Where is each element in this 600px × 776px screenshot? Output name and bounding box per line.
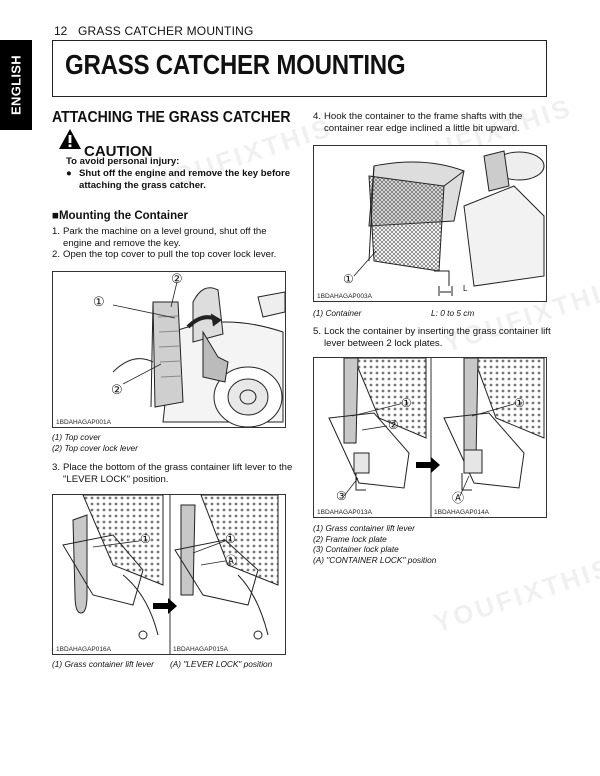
figure-hook-container: ① L 1BDAHAGAP003A: [313, 145, 547, 302]
container-lock-illustration: [328, 358, 545, 517]
section-title: ATTACHING THE GRASS CATCHER: [52, 109, 291, 126]
caption-line: (3) Container lock plate: [313, 544, 399, 554]
caption-line: (2) Top cover lock lever: [52, 442, 138, 453]
caution-intro: To avoid personal injury:: [66, 156, 180, 167]
mower-illustration: [112, 281, 285, 427]
figure-lever-lock: ① ① Ⓐ 1BDAHAGAP016A 1BDAHAGAP015A: [52, 494, 286, 655]
container-illustration: [353, 150, 545, 296]
figure-caption: (A) "LEVER LOCK" position: [170, 659, 273, 669]
watermark-text: YOUFIXTHIS: [429, 552, 600, 639]
step-number: 4.: [313, 111, 322, 122]
figure-caption: (1) Grass container lift lever: [52, 659, 154, 669]
callout-A: Ⓐ: [452, 491, 465, 505]
figure-id: 1BDAHAGAP013A: [317, 509, 372, 516]
figure-id: 1BDAHAGAP016A: [56, 646, 111, 653]
figure-caption: (1) Container: [313, 308, 362, 318]
step-text: Place the bottom of the grass container …: [63, 462, 293, 473]
page-number: 12: [54, 24, 68, 38]
caption-line: (1) Grass container lift lever: [313, 523, 415, 533]
step-5: 5. Lock the container by inserting the g…: [313, 326, 553, 350]
warning-triangle-icon: [59, 129, 81, 149]
caption-line: (2) Frame lock plate: [313, 533, 387, 544]
figure-container-lock: ① ② ③ ① Ⓐ 1BDAHAGAP013A 1BDAHAGAP014A: [313, 357, 547, 518]
step-text: "LEVER LOCK" position.: [63, 473, 169, 485]
step-number: 1.: [52, 226, 61, 237]
figure-id: 1BDAHAGAP015A: [173, 646, 228, 653]
caption-line: (A) "CONTAINER LOCK" position: [313, 554, 437, 565]
page-title-box: GRASS CATCHER MOUNTING: [52, 40, 547, 97]
lever-lock-illustration: [62, 495, 279, 654]
step-text: container rear edge inclined a little bi…: [324, 122, 520, 134]
callout-1: ①: [401, 396, 412, 410]
page-title: GRASS CATCHER MOUNTING: [65, 49, 406, 80]
dimension-label: L: [463, 284, 468, 293]
caution-heading: CAUTION: [84, 143, 153, 160]
callout-2: ②: [388, 418, 399, 432]
caution-bullet-line: attaching the grass catcher.: [79, 180, 206, 191]
bullet-icon: ●: [66, 168, 72, 179]
step-2: 2. Open the top cover to pull the top co…: [52, 249, 292, 261]
callout-1: ①: [514, 396, 525, 410]
step-number: 2.: [52, 249, 61, 260]
figure-caption: (1) Grass container lift lever (2) Frame…: [313, 523, 436, 565]
step-text: Hook the container to the frame shafts w…: [324, 111, 523, 122]
caution-bullet-line: Shut off the engine and remove the key b…: [79, 168, 291, 179]
step-3: 3. Place the bottom of the grass contain…: [52, 462, 292, 486]
figure-id: 1BDAHAGAP014A: [434, 509, 489, 516]
callout-1: ①: [343, 272, 354, 286]
figure-id: 1BDAHAGAP001A: [56, 419, 111, 426]
callout-3: ③: [336, 489, 347, 503]
step-number: 3.: [52, 462, 61, 473]
figure-caption: (1) Top cover (2) Top cover lock lever: [52, 432, 138, 453]
callout-1: ①: [140, 532, 151, 546]
step-number: 5.: [313, 326, 322, 337]
step-text: lever between 2 lock plates.: [324, 337, 443, 349]
step-text: Lock the container by inserting the gras…: [324, 326, 551, 337]
language-tab-label: ENGLISH: [8, 55, 24, 115]
callout-1: ①: [225, 532, 236, 546]
figure-caption: L: 0 to 5 cm: [431, 308, 475, 318]
step-text: Park the machine on a level ground, shut…: [63, 226, 267, 237]
running-title: GRASS CATCHER MOUNTING: [78, 24, 254, 38]
step-text: Open the top cover to pull the top cover…: [63, 249, 277, 260]
caption-line: (1) Top cover: [52, 432, 101, 442]
callout-A: Ⓐ: [225, 554, 238, 568]
callout-2: ②: [171, 271, 183, 286]
step-text: engine and remove the key.: [63, 237, 181, 249]
callout-1: ①: [93, 294, 105, 309]
step-4: 4. Hook the container to the frame shaft…: [313, 111, 553, 135]
figure-top-cover: ① ② ② 1BDAHAGAP001A: [52, 271, 286, 428]
language-tab: ENGLISH: [0, 40, 32, 130]
step-1: 1. Park the machine on a level ground, s…: [52, 226, 292, 250]
figure-id: 1BDAHAGAP003A: [317, 293, 372, 300]
callout-2: ②: [111, 382, 123, 397]
subsection-title: ■Mounting the Container: [52, 210, 188, 222]
